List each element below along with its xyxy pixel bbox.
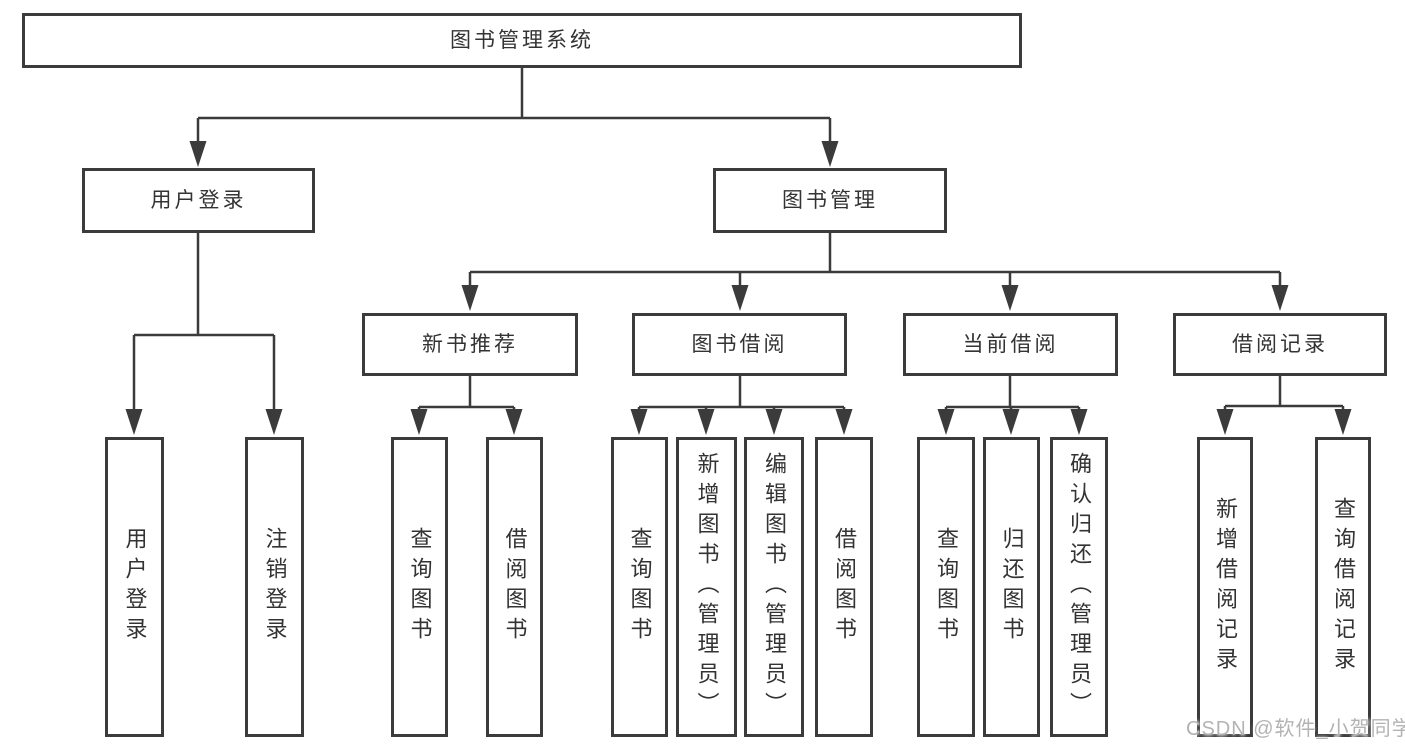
leaf-newbook-query-books: 查询图书 [391,437,448,737]
arrow-down-icon [410,409,428,435]
arrow-down-icon [125,409,143,435]
leaf-user-login: 用户登录 [105,437,164,737]
arrow-down-icon [1271,285,1289,311]
csdn-watermark: CSDN @软件_小贺同学 [1186,718,1405,740]
node-label: 借阅图书 [832,527,857,647]
node-library-management-system: 图书管理系统 [22,13,1022,68]
node-label: 图书管理系统 [450,29,594,52]
node-label: 新增图书（管理员） [694,452,720,722]
node-label: 查询借阅记录 [1331,497,1356,677]
node-label: 查询图书 [934,527,959,647]
node-current-borrowing: 当前借阅 [903,313,1118,376]
arrow-down-icon [1216,409,1234,435]
node-label: 确认归还（管理员） [1067,452,1092,722]
arrow-down-icon [265,409,283,435]
node-label: 当前借阅 [962,333,1059,356]
arrow-down-icon [765,409,783,435]
leaf-current-query-books: 查询图书 [917,437,975,737]
node-user-login: 用户登录 [82,168,315,233]
node-borrowing-records: 借阅记录 [1173,313,1387,376]
leaf-borrowing-borrow-books: 借阅图书 [815,437,873,737]
arrow-down-icon [835,409,853,435]
arrow-down-icon [505,409,523,435]
leaf-records-add-borrow-record: 新增借阅记录 [1197,437,1253,737]
leaf-current-return-books: 归还图书 [983,437,1040,737]
node-label: 图书管理 [782,189,878,212]
node-label: 归还图书 [999,527,1025,647]
node-label: 查询图书 [627,527,653,647]
node-label: 用户登录 [122,527,148,647]
node-label: 用户登录 [150,189,247,212]
node-label: 查询图书 [407,527,433,647]
leaf-borrowing-add-books-admin: 新增图书（管理员） [676,437,737,737]
arrow-down-icon [1001,285,1019,311]
arrow-down-icon [189,141,207,167]
arrow-down-icon [731,285,749,311]
node-label: 新增借阅记录 [1213,497,1238,677]
leaf-records-query-borrow-record: 查询借阅记录 [1315,437,1371,737]
leaf-borrowing-edit-books-admin: 编辑图书（管理员） [744,437,804,737]
leaf-logout: 注销登录 [245,437,304,737]
arrow-down-icon [1070,409,1088,435]
node-label: 新书推荐 [422,333,518,356]
arrow-down-icon [461,285,479,311]
leaf-current-confirm-return-admin: 确认归还（管理员） [1050,437,1108,737]
arrow-down-icon [1002,409,1020,435]
node-new-book-recommendation: 新书推荐 [362,313,578,376]
leaf-newbook-borrow-books: 借阅图书 [486,437,543,737]
node-book-borrowing: 图书借阅 [632,313,847,376]
arrow-down-icon [1334,409,1352,435]
arrow-down-icon [630,409,648,435]
node-label: 注销登录 [262,527,288,647]
node-book-management: 图书管理 [713,168,947,233]
arrow-down-icon [697,409,715,435]
arrow-down-icon [937,409,955,435]
node-label: 图书借阅 [691,333,788,356]
leaf-borrowing-query-books: 查询图书 [611,437,668,737]
node-label: 借阅记录 [1232,333,1328,356]
node-label: 编辑图书（管理员） [762,452,787,722]
node-label: 借阅图书 [502,527,528,647]
arrow-down-icon [821,141,839,167]
